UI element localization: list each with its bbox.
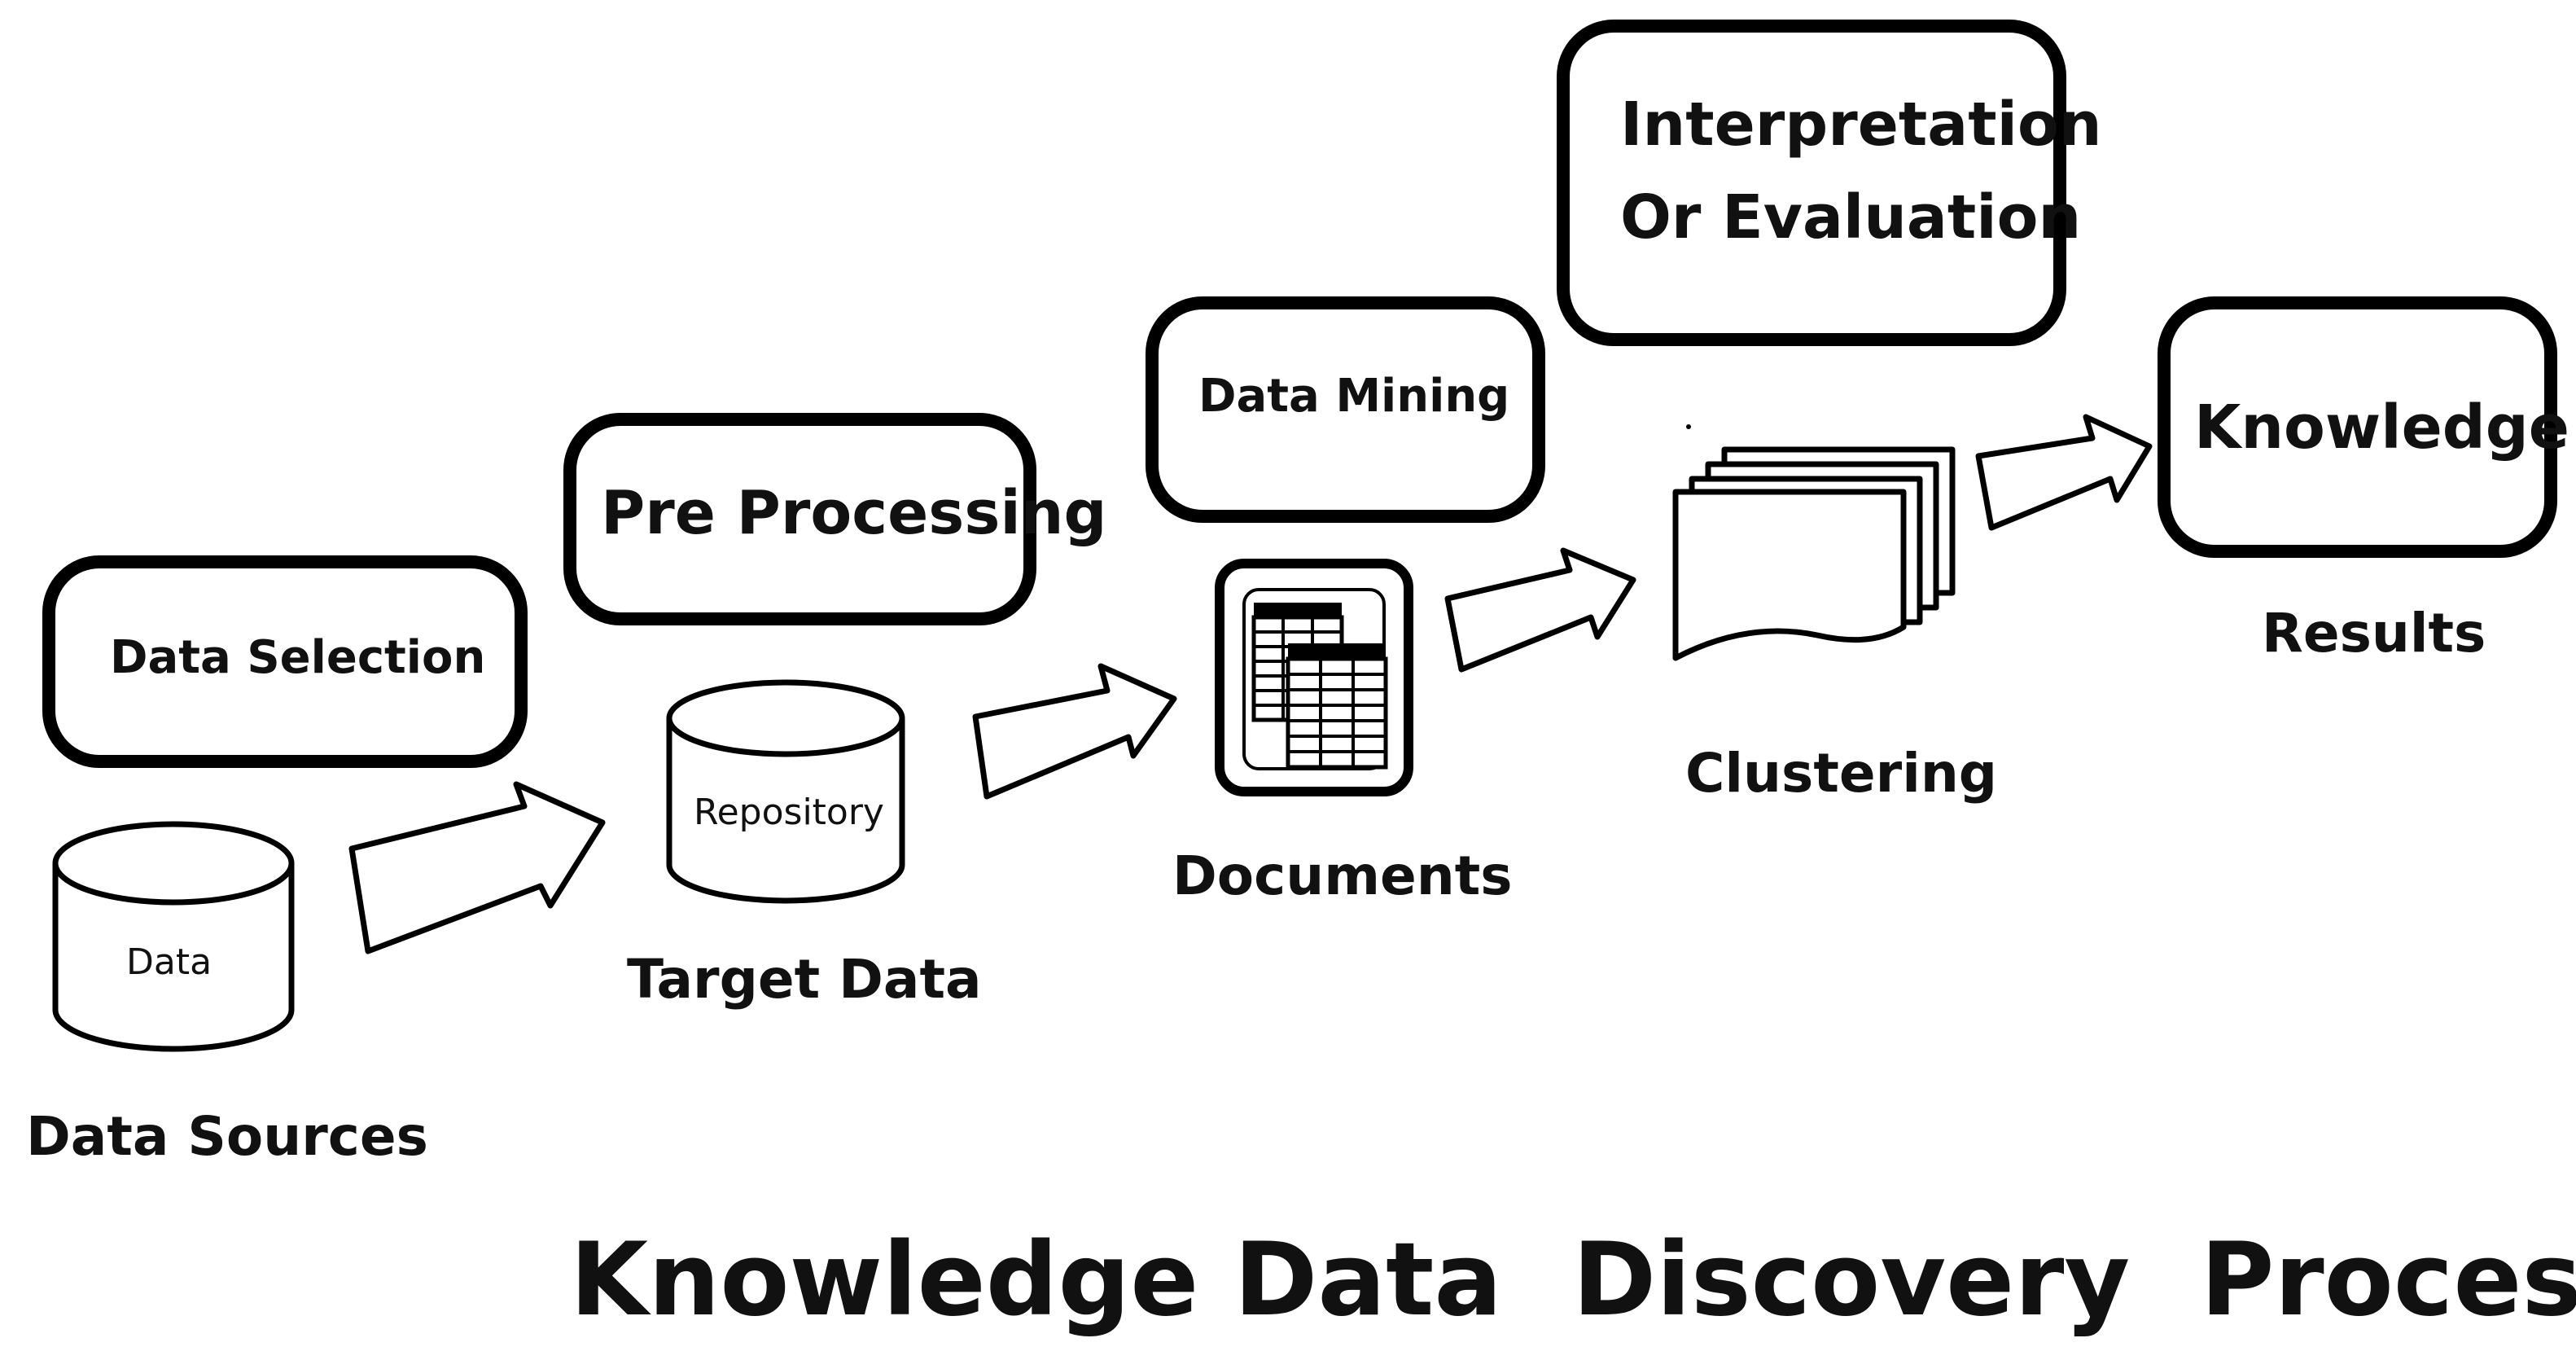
table-grid-front bbox=[1286, 643, 1388, 770]
data-sources-caption: Data Sources bbox=[26, 1105, 428, 1168]
database-cylinder-icon bbox=[52, 821, 295, 1052]
data-sources-node: Data Data Sources bbox=[26, 821, 428, 1168]
step-data-mining-label: Data Mining bbox=[1198, 370, 1509, 423]
documents-node: Documents bbox=[1172, 559, 1513, 907]
step-data-selection-label: Data Selection bbox=[110, 631, 485, 684]
stacked-pages-icon bbox=[1672, 424, 1956, 661]
target-data-node: Repository Target Data bbox=[627, 679, 982, 1011]
data-sources-inner-label: Data bbox=[126, 941, 212, 983]
block-arrow-icon bbox=[1975, 414, 2153, 531]
table-header-row bbox=[1288, 643, 1386, 659]
step-interpretation-label-line2: Or Evaluation bbox=[1620, 182, 2081, 252]
step-data-mining: Data Mining bbox=[1146, 296, 1545, 523]
table-header-row bbox=[1254, 603, 1342, 617]
step-pre-processing: Pre Processing bbox=[563, 413, 1106, 625]
target-data-inner-label: Repository bbox=[694, 792, 884, 833]
target-data-caption: Target Data bbox=[627, 948, 982, 1011]
step-interpretation: Interpretation Or Evaluation bbox=[1557, 20, 2102, 346]
diagram-title: Knowledge Data Discovery Process bbox=[570, 1222, 2576, 1339]
spreadsheet-table-icon bbox=[1215, 559, 1413, 796]
block-arrow-icon bbox=[972, 663, 1177, 800]
step-knowledge: Knowledge bbox=[2158, 296, 2569, 558]
clustering-node: Clustering bbox=[1672, 424, 1997, 805]
clustering-caption: Clustering bbox=[1685, 742, 1997, 805]
step-knowledge-label: Knowledge bbox=[2194, 393, 2569, 463]
results-node: Results bbox=[2262, 602, 2486, 665]
results-caption: Results bbox=[2262, 602, 2486, 665]
step-data-selection: Data Selection bbox=[42, 555, 528, 768]
table-body bbox=[1286, 656, 1388, 770]
block-arrow-icon bbox=[348, 781, 606, 954]
documents-caption: Documents bbox=[1172, 845, 1513, 907]
step-interpretation-label-line1: Interpretation bbox=[1620, 90, 2102, 160]
block-arrow-icon bbox=[1444, 547, 1636, 673]
database-cylinder-icon bbox=[666, 679, 905, 904]
step-pre-processing-label: Pre Processing bbox=[601, 478, 1106, 548]
